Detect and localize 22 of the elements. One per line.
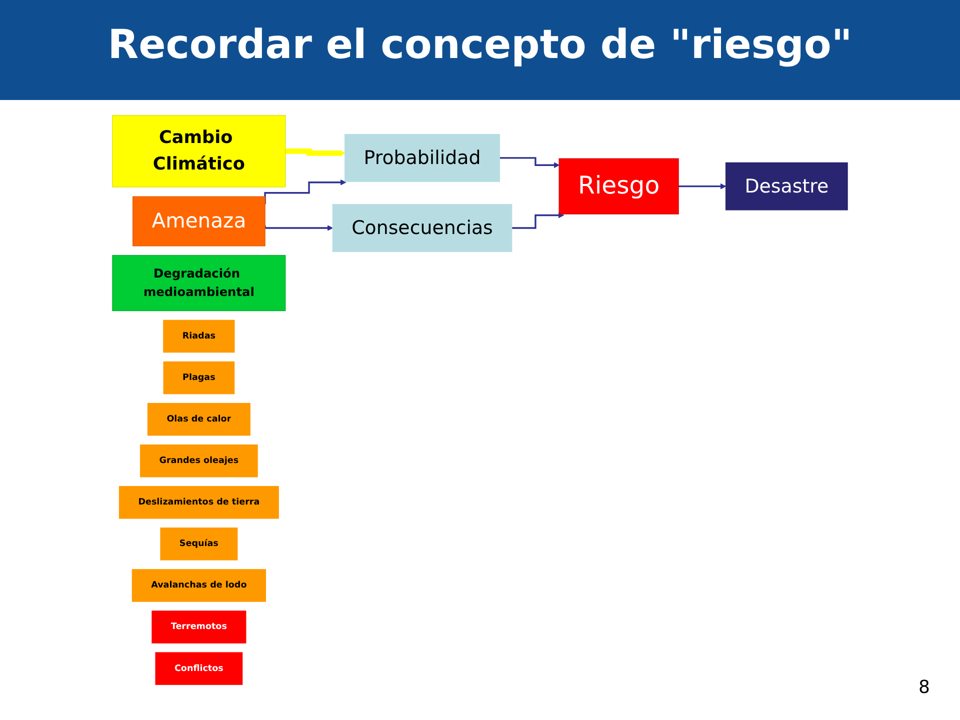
node-box: Desastre bbox=[725, 162, 848, 210]
arrow bbox=[678, 183, 726, 190]
arrow bbox=[498, 157, 560, 168]
node-box: Olas de calor bbox=[147, 402, 250, 436]
node-box: Consecuencias bbox=[332, 204, 512, 252]
node-box: Riesgo bbox=[558, 158, 679, 214]
node-box: Amenaza bbox=[132, 196, 266, 246]
node-box: Degradación medioambiental bbox=[112, 255, 286, 312]
page-number: 8 bbox=[918, 677, 930, 698]
node-box: Probabilidad bbox=[344, 134, 500, 182]
node-box: Conflictos bbox=[155, 652, 243, 685]
node-box: Terremotos bbox=[152, 610, 246, 644]
node-box: Grandes oleajes bbox=[140, 444, 258, 478]
node-box: Sequías bbox=[160, 528, 238, 560]
node-box: Plagas bbox=[163, 361, 235, 394]
title: Recordar el concepto de "riesgo" bbox=[106, 22, 854, 68]
node-box: Deslizamientos de tierra bbox=[118, 486, 279, 519]
node-box: Riadas bbox=[163, 320, 235, 353]
node-box: Avalanchas de lodo bbox=[132, 569, 266, 602]
node-box: Cambio Climático bbox=[112, 115, 286, 188]
arrow bbox=[510, 212, 564, 229]
arrow bbox=[264, 225, 333, 231]
